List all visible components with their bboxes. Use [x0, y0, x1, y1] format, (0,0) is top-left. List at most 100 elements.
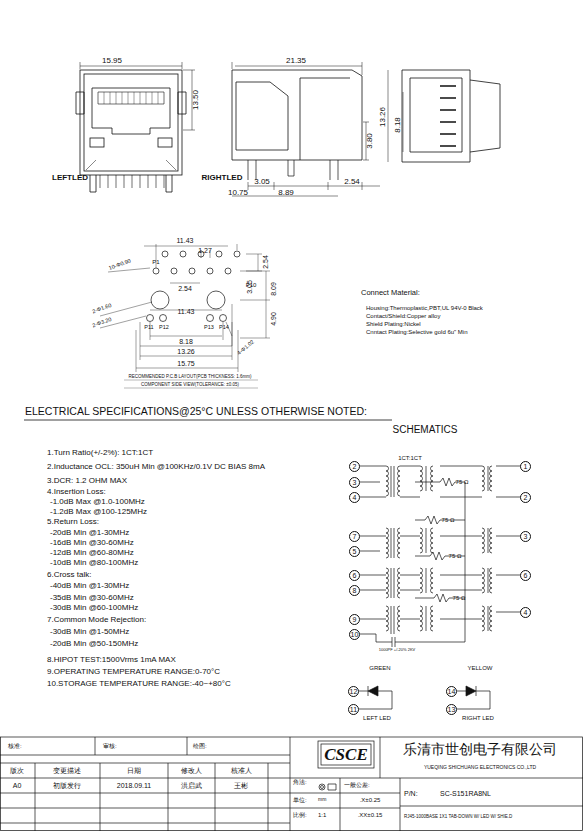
- drawing-label: 核准:: [8, 743, 22, 749]
- coil-winding: [386, 466, 389, 496]
- section-title: ELECTRICAL SPECIFICATIONS@25°C UNLESS OT…: [25, 406, 367, 417]
- drawing-label: LEFT LED: [363, 715, 391, 721]
- coil-winding: [490, 568, 493, 593]
- core-line: [391, 568, 392, 598]
- pin-circle: 13: [446, 704, 457, 715]
- drawing-label: P11: [144, 325, 153, 331]
- drawing-label: -12dB Min @60-80MHz: [50, 549, 134, 557]
- drawing-label: P12: [159, 325, 169, 331]
- coil-winding: [386, 606, 389, 631]
- pin-circle: 11: [348, 704, 359, 715]
- coil-winding: [431, 466, 434, 491]
- drawing-label: COMPONENT SIDE VIEW(TOLERANCE: ±0.05): [141, 383, 239, 388]
- drawing-label: -1.2dB Max @100-125MHz: [50, 508, 147, 516]
- drawing-label: -1.0dB Max @1.0-100MHz: [50, 498, 145, 506]
- drawing-label: 2.54: [262, 255, 269, 269]
- drawing-label: 比例:: [293, 812, 307, 818]
- coil-winding: [431, 528, 434, 553]
- drawing-label: 4.Insertion Loss:: [47, 488, 106, 496]
- pin-number: 7: [353, 533, 357, 540]
- drawing-label: 绘图:: [193, 743, 207, 749]
- pin-circle: 7: [349, 531, 360, 542]
- drawing-label: 3.05: [254, 178, 270, 186]
- drawing-label: Shield Plating:Nickel: [366, 321, 421, 327]
- pin-number: 6: [524, 572, 528, 579]
- drawing-label: 一般公差:: [344, 782, 370, 788]
- coil-winding: [490, 466, 493, 491]
- drawing-label: 11.43: [177, 237, 194, 244]
- coil-winding: [398, 606, 401, 631]
- pin-circle: 12: [348, 686, 359, 697]
- pin-circle: 4: [349, 492, 360, 503]
- drawing-label: 75 Ω: [453, 595, 466, 601]
- pin-number: 10: [351, 631, 359, 638]
- coil-winding: [431, 606, 434, 631]
- drawing-label: CSCE: [324, 746, 367, 764]
- drawing-label: 9.OPERATING TEMPERATURE RANGE:0-70°C: [47, 668, 220, 676]
- drawing-label: 角法:: [293, 779, 307, 785]
- drawing-label: SCHEMATICS: [393, 425, 458, 436]
- pin-circle: 10: [349, 629, 360, 640]
- drawing-label: 1000PF +/-20% 2KV: [379, 648, 416, 652]
- drawing-label: YELLOW: [467, 665, 492, 671]
- drawing-label: 版次: [10, 767, 24, 774]
- drawing-label: RECOMMENDED P.C.B LAYOUT(PCB THICKNESS: …: [128, 375, 251, 380]
- coil-winding: [482, 606, 485, 631]
- drawing-label: 8.18: [179, 338, 193, 345]
- drawing-label: 核准人: [231, 767, 252, 774]
- core-line: [391, 528, 392, 558]
- pin-number: 3: [524, 533, 528, 540]
- coil-winding: [482, 528, 485, 553]
- drawing-label: 1.27: [198, 247, 212, 254]
- pin-number: 3: [353, 479, 357, 486]
- drawing-label: 2018.09.11: [117, 782, 152, 789]
- core-line: [394, 528, 395, 558]
- drawing-label: 7.Common Mode Rejection:: [47, 616, 146, 624]
- coil-winding: [398, 568, 401, 598]
- drawing-label: 6.Cross talk:: [47, 571, 91, 579]
- drawing-label: 10.STORAGE TEMPERATURE RANGE:-40~+80°C: [47, 680, 231, 688]
- core-line: [488, 568, 489, 593]
- drawing-label: P14: [219, 325, 229, 331]
- core-line: [391, 466, 392, 497]
- pin-circle: 4: [520, 607, 531, 618]
- drawing-label: 8.18: [394, 117, 402, 133]
- core-line: [488, 606, 489, 631]
- drawing-label: 13.50: [192, 90, 200, 110]
- drawing-label: 3.80: [366, 133, 374, 149]
- drawing-label: -20dB Min @50-150MHz: [50, 640, 138, 648]
- drawing-label: 乐清市世创电子有限公司: [403, 742, 557, 757]
- drawing-label: 变更描述: [53, 767, 81, 774]
- drawing-label: 75 Ω: [442, 517, 455, 523]
- drawing-label: -20dB Min @1-30MHz: [50, 529, 129, 537]
- drawing-label: 10-Φ0.90: [108, 258, 132, 271]
- core-line: [488, 528, 489, 553]
- coil-winding: [420, 466, 423, 491]
- core-line: [426, 528, 427, 553]
- pin-circle: 6: [520, 570, 531, 581]
- coil-winding: [386, 568, 389, 598]
- drawing-label: 修改人: [181, 767, 202, 774]
- core-line: [394, 466, 395, 497]
- coil-winding: [431, 568, 434, 593]
- pin-circle: 6: [349, 570, 360, 581]
- drawing-label: -30dB Min @60-100MHz: [50, 604, 138, 612]
- drawing-label: -16dB Min @30-60MHz: [50, 539, 134, 547]
- core-line: [391, 606, 392, 634]
- pin-circle: 3: [349, 477, 360, 488]
- drawing-label: 3.05: [246, 280, 253, 294]
- coil-winding: [420, 528, 423, 553]
- drawing-label: 15.95: [102, 57, 122, 65]
- pin-number: 13: [448, 706, 456, 713]
- drawing-label: Connect Material:: [361, 289, 420, 297]
- drawing-label: 审核:: [103, 743, 117, 749]
- core-line: [394, 568, 395, 598]
- drawing-label: -30dB Min @1-50MHz: [50, 628, 129, 636]
- pin-number: 14: [448, 688, 456, 695]
- pin-number: 4: [524, 609, 528, 616]
- drawing-label: 1.Turn Ratio(+/-2%): 1CT:1CT: [47, 449, 153, 457]
- pin-circle: 1: [520, 461, 531, 472]
- coil-winding: [490, 528, 493, 553]
- drawing-label: 13.26: [379, 107, 387, 127]
- core-line: [426, 568, 427, 593]
